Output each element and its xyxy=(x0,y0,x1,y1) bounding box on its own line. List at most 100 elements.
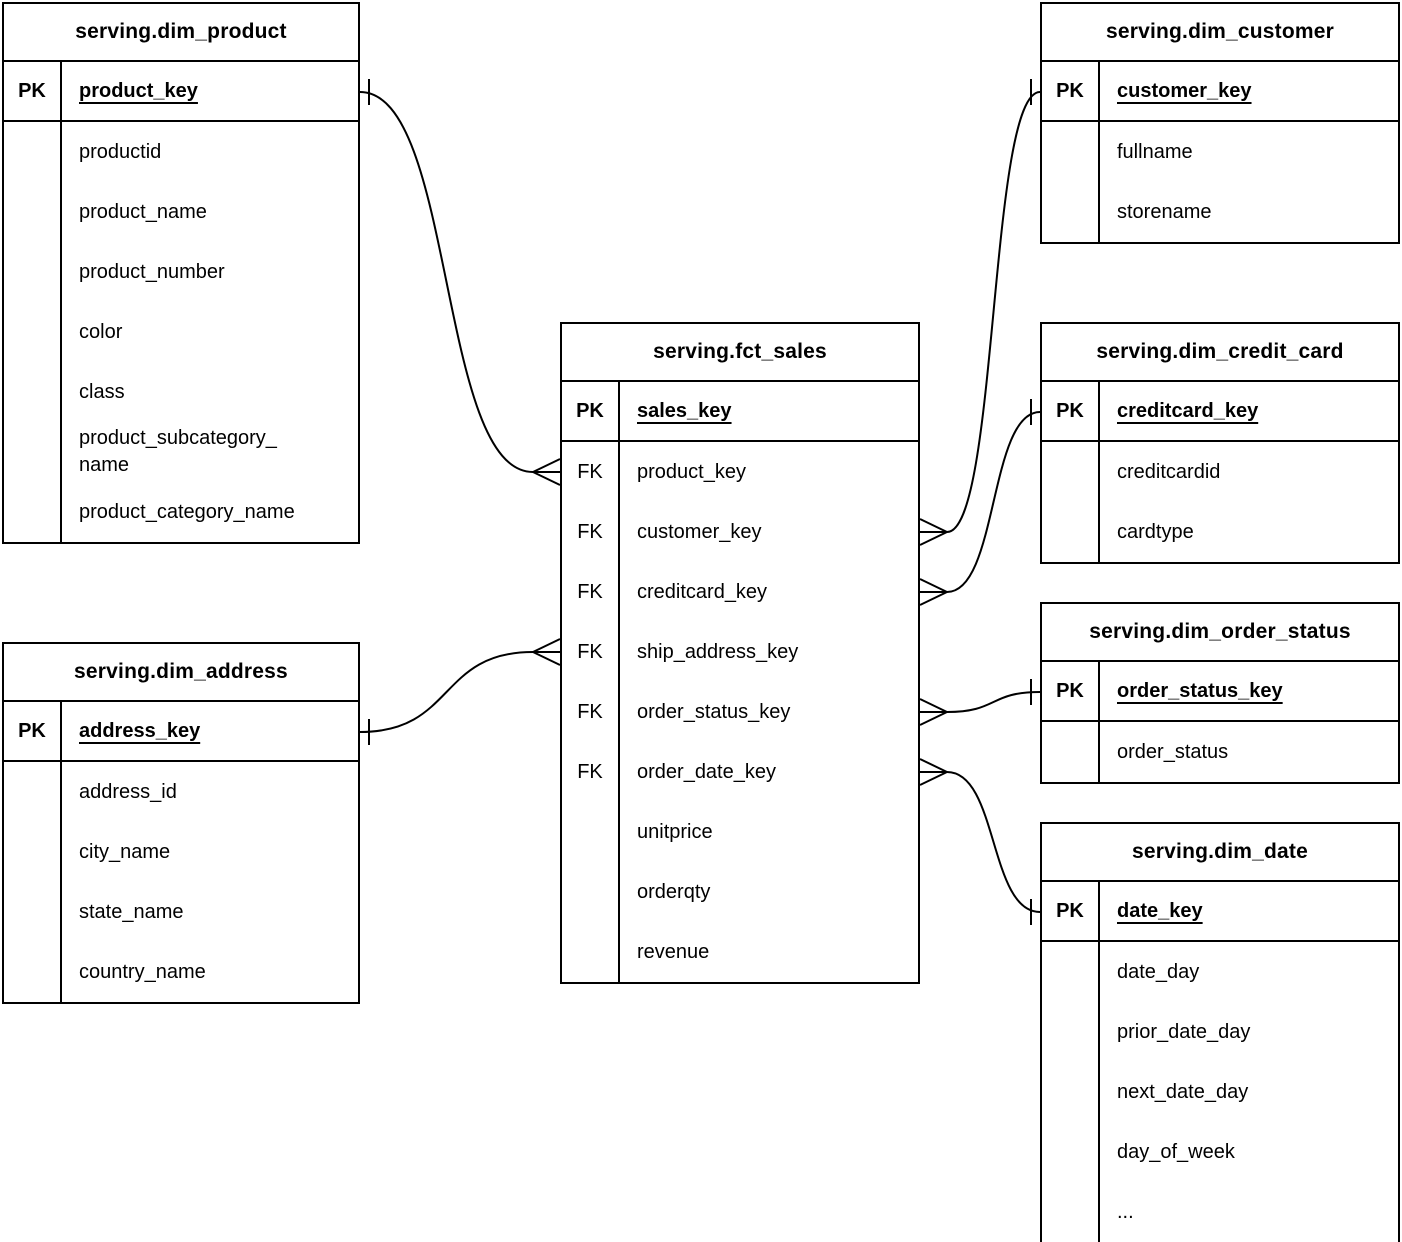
field-key-label xyxy=(4,182,62,242)
pk-label: PK xyxy=(1042,382,1100,440)
entity-title: serving.fct_sales xyxy=(562,324,918,382)
entity-field-row: product_subcategory_ name xyxy=(4,422,358,482)
entity-field-row: revenue xyxy=(562,922,918,982)
field-key-label xyxy=(4,422,62,482)
entity-body: address_id city_name state_name country_… xyxy=(4,762,358,1002)
entity-dim_date: serving.dim_date PK date_key date_day pr… xyxy=(1040,822,1400,1242)
entity-field-row: FK order_status_key xyxy=(562,682,918,742)
entity-field-row: city_name xyxy=(4,822,358,882)
field-key-label xyxy=(4,762,62,822)
entity-field-row: day_of_week xyxy=(1042,1122,1398,1182)
field-key-label xyxy=(4,362,62,422)
field-key-label xyxy=(562,802,620,862)
entity-dim_order_status: serving.dim_order_status PK order_status… xyxy=(1040,602,1400,784)
entity-field-row: product_number xyxy=(4,242,358,302)
field-key-label xyxy=(1042,122,1100,182)
field-name: productid xyxy=(79,140,162,163)
entity-field-row: prior_date_day xyxy=(1042,1002,1398,1062)
field-name: cardtype xyxy=(1117,520,1194,543)
field-name: prior_date_day xyxy=(1117,1020,1251,1043)
field-name: next_date_day xyxy=(1117,1080,1249,1103)
field-key-label xyxy=(1042,1062,1100,1122)
field-name: state_name xyxy=(79,900,184,923)
crow-foot-prong xyxy=(919,698,948,713)
field-name: product_number xyxy=(79,260,225,283)
relationship-line xyxy=(359,91,534,473)
field-name: ... xyxy=(1117,1200,1134,1223)
pk-label: PK xyxy=(1042,662,1100,720)
field-key-label xyxy=(4,242,62,302)
pk-field-name: creditcard_key xyxy=(1117,399,1259,422)
entity-field-row: fullname xyxy=(1042,122,1398,182)
field-key-label xyxy=(4,882,62,942)
entity-fct_sales: serving.fct_sales PK sales_key FK produc… xyxy=(560,322,920,984)
entity-body: date_day prior_date_day next_date_day da… xyxy=(1042,942,1398,1242)
crow-foot-prong xyxy=(532,471,561,486)
entity-title: serving.dim_product xyxy=(4,4,358,62)
field-name: creditcardid xyxy=(1117,460,1221,483)
field-key-label: FK xyxy=(562,742,620,802)
entity-field-row: FK creditcard_key xyxy=(562,562,918,622)
relationship-line xyxy=(946,91,1041,533)
field-name: fullname xyxy=(1117,140,1193,163)
entity-field-row: product_name xyxy=(4,182,358,242)
field-key-label xyxy=(1042,1182,1100,1242)
entity-field-row: FK order_date_key xyxy=(562,742,918,802)
entity-pk-row: PK product_key xyxy=(4,62,358,122)
field-key-label xyxy=(1042,942,1100,1002)
crow-foot-prong xyxy=(919,531,948,546)
field-name: class xyxy=(79,380,125,403)
entity-field-row: productid xyxy=(4,122,358,182)
crow-foot-prong xyxy=(532,651,561,666)
field-key-label: FK xyxy=(562,502,620,562)
field-key-label xyxy=(4,822,62,882)
field-name: storename xyxy=(1117,200,1212,223)
pk-label: PK xyxy=(562,382,620,440)
field-name: day_of_week xyxy=(1117,1140,1235,1163)
pk-field-name: product_key xyxy=(79,79,198,102)
field-key-label xyxy=(4,302,62,362)
crow-foot-prong xyxy=(919,711,948,726)
crow-foot-prong xyxy=(919,578,948,593)
entity-field-row: ... xyxy=(1042,1182,1398,1242)
connector-dim_order_status xyxy=(919,679,1041,726)
pk-label: PK xyxy=(4,702,62,760)
relationship-line xyxy=(946,411,1041,593)
connector-dim_date xyxy=(919,758,1041,925)
field-key-label xyxy=(1042,182,1100,242)
entity-pk-row: PK address_key xyxy=(4,702,358,762)
entity-field-row: cardtype xyxy=(1042,502,1398,562)
entity-field-row: class xyxy=(4,362,358,422)
entity-dim_address: serving.dim_address PK address_key addre… xyxy=(2,642,360,1004)
field-name: unitprice xyxy=(637,820,713,843)
crow-foot-prong xyxy=(919,771,948,786)
field-key-label: FK xyxy=(562,442,620,502)
field-name: order_status xyxy=(1117,740,1229,763)
field-name: product_key xyxy=(637,460,746,483)
entity-field-row: FK product_key xyxy=(562,442,918,502)
entity-dim_customer: serving.dim_customer PK customer_key ful… xyxy=(1040,2,1400,244)
field-name: product_name xyxy=(79,200,207,223)
field-key-label xyxy=(4,122,62,182)
entity-field-row: unitprice xyxy=(562,802,918,862)
relationship-line xyxy=(946,691,1041,713)
crow-foot-prong xyxy=(919,591,948,606)
pk-field-name: customer_key xyxy=(1117,79,1252,102)
field-key-label xyxy=(562,922,620,982)
crow-foot-prong xyxy=(532,638,561,653)
entity-body: creditcardid cardtype xyxy=(1042,442,1398,562)
entity-field-row: order_status xyxy=(1042,722,1398,782)
connector-dim_customer xyxy=(919,79,1041,546)
entity-field-row: country_name xyxy=(4,942,358,1002)
entity-field-row: FK customer_key xyxy=(562,502,918,562)
field-name: creditcard_key xyxy=(637,580,768,603)
field-name: ship_address_key xyxy=(637,640,799,663)
pk-field-name: address_key xyxy=(79,719,201,742)
field-key-label xyxy=(1042,722,1100,782)
pk-label: PK xyxy=(1042,62,1100,120)
pk-field-name: order_status_key xyxy=(1117,679,1283,702)
field-name: country_name xyxy=(79,960,206,983)
field-name: date_day xyxy=(1117,960,1200,983)
connector-dim_product xyxy=(359,79,561,486)
relationship-line xyxy=(359,651,534,733)
